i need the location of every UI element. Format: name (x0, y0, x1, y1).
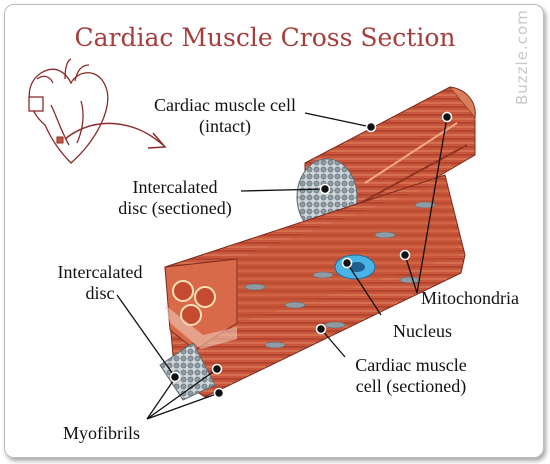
diagram-frame: Cardiac Muscle Cross Section Buzzle.com (4, 4, 544, 458)
label-sectioned-line1: Cardiac muscle (355, 355, 467, 375)
label-intact-line2: (intact) (199, 116, 251, 136)
label-nucleus: Nucleus (393, 321, 452, 341)
label-myofibrils: Myofibrils (63, 423, 141, 443)
zoom-arrow (64, 122, 164, 146)
label-sectioned-line2: cell (sectioned) (355, 376, 467, 396)
label-sectioned-cell: Cardiac muscle cell (sectioned) (341, 355, 481, 397)
leader-lines (116, 112, 448, 420)
diagram-illustration (28, 58, 476, 420)
label-intact-cell: Cardiac muscle cell (intact) (145, 95, 305, 137)
label-icd-line1: Intercalated (57, 262, 143, 282)
label-intact-line1: Cardiac muscle cell (154, 95, 296, 115)
leader-markers (169, 111, 453, 399)
label-icd-line2: disc (85, 283, 115, 303)
label-icd-sectioned-line1: Intercalated (132, 177, 218, 197)
intact-cell (296, 86, 476, 238)
sectioned-cell (159, 174, 466, 401)
label-icd-sectioned-line2: disc (sectioned) (118, 198, 232, 218)
diagram-title: Cardiac Muscle Cross Section (74, 23, 456, 52)
heart-icon (28, 58, 109, 164)
label-intercalated-disc-sectioned: Intercalated disc (sectioned) (109, 177, 241, 219)
label-mitochondria: Mitochondria (421, 288, 519, 308)
label-intercalated-disc: Intercalated disc (45, 262, 155, 304)
zoom-arrowhead (147, 132, 167, 149)
